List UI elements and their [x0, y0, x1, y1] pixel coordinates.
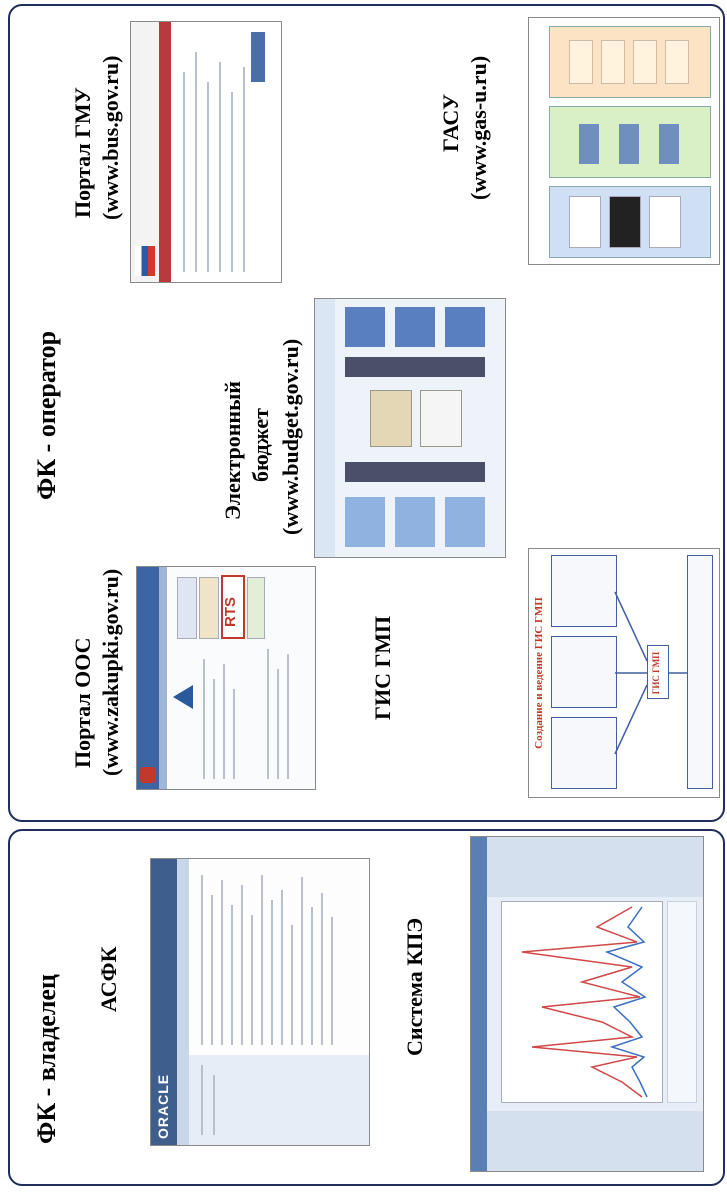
- gasu-diagram: [528, 17, 720, 265]
- oos-url: (www.zakupki.gov.ru): [98, 568, 123, 776]
- asfk-screenshot: ORACLE: [150, 858, 370, 1146]
- operator-panel: ФК - оператор Портал ООС (www.zakupki.go…: [8, 4, 725, 822]
- gmu-title: Портал ГМУ: [70, 87, 95, 218]
- kpe-line-chart: [501, 901, 663, 1103]
- operator-panel-title: ФК - оператор: [32, 330, 61, 500]
- asfk-title: АСФК: [96, 946, 121, 1012]
- asfk-subbar: [177, 859, 189, 1145]
- owner-panel-title: ФК - владелец: [32, 974, 61, 1144]
- eb-url: (www.budget.gov.ru): [278, 338, 303, 535]
- kpe-screenshot: [470, 836, 704, 1172]
- gisgmp-diagram: Создание и ведение ГИС ГМП ГИС ГМП: [528, 548, 720, 798]
- eb-diagram: [314, 298, 506, 558]
- gmu-flag-icon: [135, 246, 155, 276]
- oos-warning-icon: [173, 685, 193, 709]
- gmu-screenshot: [130, 21, 282, 283]
- gasu-title: ГАСУ: [438, 93, 463, 152]
- kpe-title: Система КПЭ: [402, 917, 427, 1056]
- eb-title-line2: бюджет: [248, 408, 273, 482]
- oracle-logo: ORACLE: [155, 1073, 171, 1139]
- eb-title-line1: Электронный: [220, 381, 245, 520]
- asfk-nav-column: [189, 1055, 369, 1145]
- oos-screenshot: RTS: [136, 566, 316, 790]
- gisgmp-title: ГИС ГМП: [370, 615, 395, 720]
- oos-emblem: [140, 767, 156, 783]
- owner-panel: ФК - владелец АСФК ORACLE Система К: [8, 829, 725, 1186]
- gisgmp-center-box: ГИС ГМП: [651, 651, 661, 695]
- gmu-url: (www.bus.gov.ru): [98, 55, 123, 220]
- gasu-url: (www.gas-u.ru): [466, 55, 491, 200]
- oos-title: Портал ООС: [70, 637, 95, 768]
